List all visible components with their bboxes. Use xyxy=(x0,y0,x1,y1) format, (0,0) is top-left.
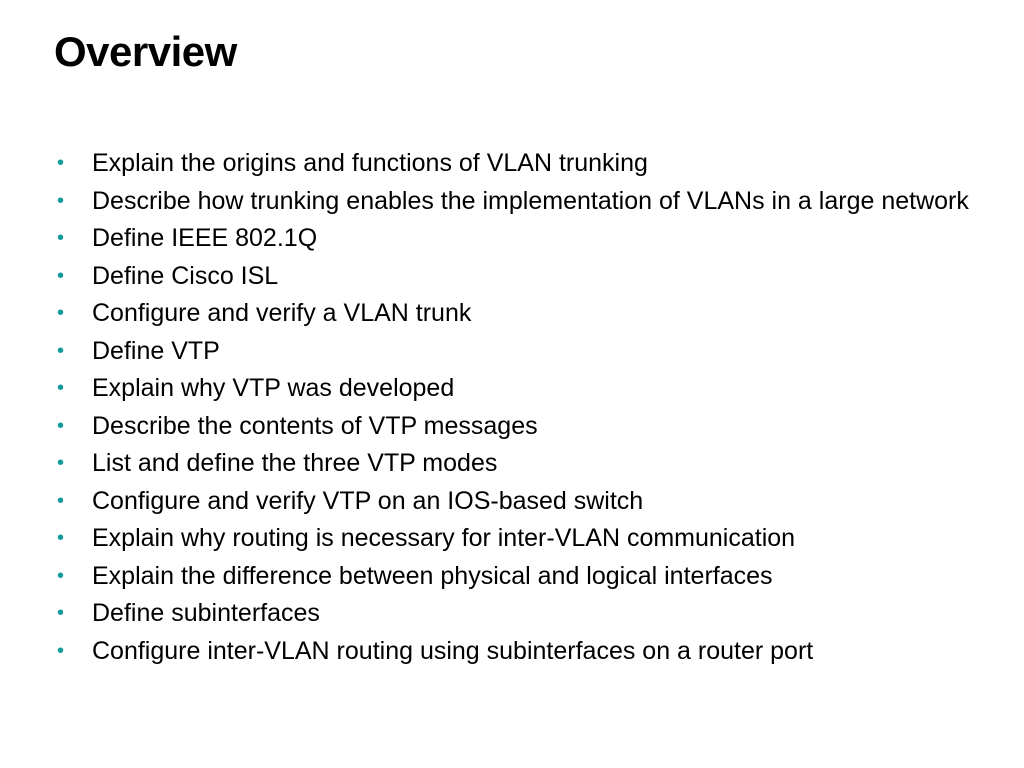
bullet-text: Explain the origins and functions of VLA… xyxy=(92,149,648,177)
bullet-icon: • xyxy=(57,377,65,399)
bullet-text: Describe how trunking enables the implem… xyxy=(92,186,969,215)
bullet-text: Define IEEE 802.1Q xyxy=(92,224,318,252)
bullet-text: Define Cisco ISL xyxy=(92,261,279,290)
bullet-item: • Explain why routing is necessary for in… xyxy=(54,523,994,554)
bullet-item: • Configure inter-VLAN routing using subi… xyxy=(54,636,994,667)
bullet-icon: • xyxy=(57,489,65,512)
bullet-item: • Define IEEE 802.1Q xyxy=(54,223,994,254)
bullet-icon: • xyxy=(57,564,65,587)
bullet-list: • Explain the origins and functions of VL… xyxy=(54,148,994,673)
bullet-text: Configure and verify a VLAN trunk xyxy=(92,299,472,327)
bullet-item: • Explain why VTP was developed xyxy=(54,373,994,404)
bullet-icon: • xyxy=(57,414,65,437)
bullet-text: Describe the contents of VTP messages xyxy=(92,411,538,440)
bullet-text: List and define the three VTP modes xyxy=(92,449,498,477)
bullet-item: • Describe how trunking enables the imple… xyxy=(54,186,994,217)
bullet-item: • Explain the origins and functions of VL… xyxy=(54,148,994,179)
bullet-icon: • xyxy=(57,602,65,624)
bullet-icon: • xyxy=(57,264,65,287)
bullet-icon: • xyxy=(57,227,65,249)
bullet-item: • Define subinterfaces xyxy=(54,598,994,629)
bullet-icon: • xyxy=(57,189,65,212)
bullet-text: Configure inter-VLAN routing using subin… xyxy=(92,636,814,665)
slide-title: Overview xyxy=(54,28,237,75)
bullet-item: • Explain the difference between physical… xyxy=(54,561,994,592)
bullet-item: • Define Cisco ISL xyxy=(54,261,994,292)
bullet-icon: • xyxy=(57,302,65,324)
bullet-text: Configure and verify VTP on an IOS-based… xyxy=(92,486,644,515)
bullet-text: Define subinterfaces xyxy=(92,599,320,627)
bullet-icon: • xyxy=(57,339,65,362)
bullet-item: • Configure and verify a VLAN trunk xyxy=(54,298,994,329)
bullet-icon: • xyxy=(57,452,65,474)
bullet-text: Explain the difference between physical … xyxy=(92,561,773,590)
bullet-icon: • xyxy=(57,527,65,549)
bullet-text: Explain why routing is necessary for int… xyxy=(92,524,796,552)
bullet-icon: • xyxy=(57,639,65,662)
bullet-item: • Describe the contents of VTP messages xyxy=(54,411,994,442)
bullet-item: • List and define the three VTP modes xyxy=(54,448,994,479)
bullet-item: • Define VTP xyxy=(54,336,994,367)
bullet-text: Explain why VTP was developed xyxy=(92,374,455,402)
bullet-item: • Configure and verify VTP on an IOS-base… xyxy=(54,486,994,517)
bullet-icon: • xyxy=(57,152,65,174)
bullet-text: Define VTP xyxy=(92,336,220,365)
